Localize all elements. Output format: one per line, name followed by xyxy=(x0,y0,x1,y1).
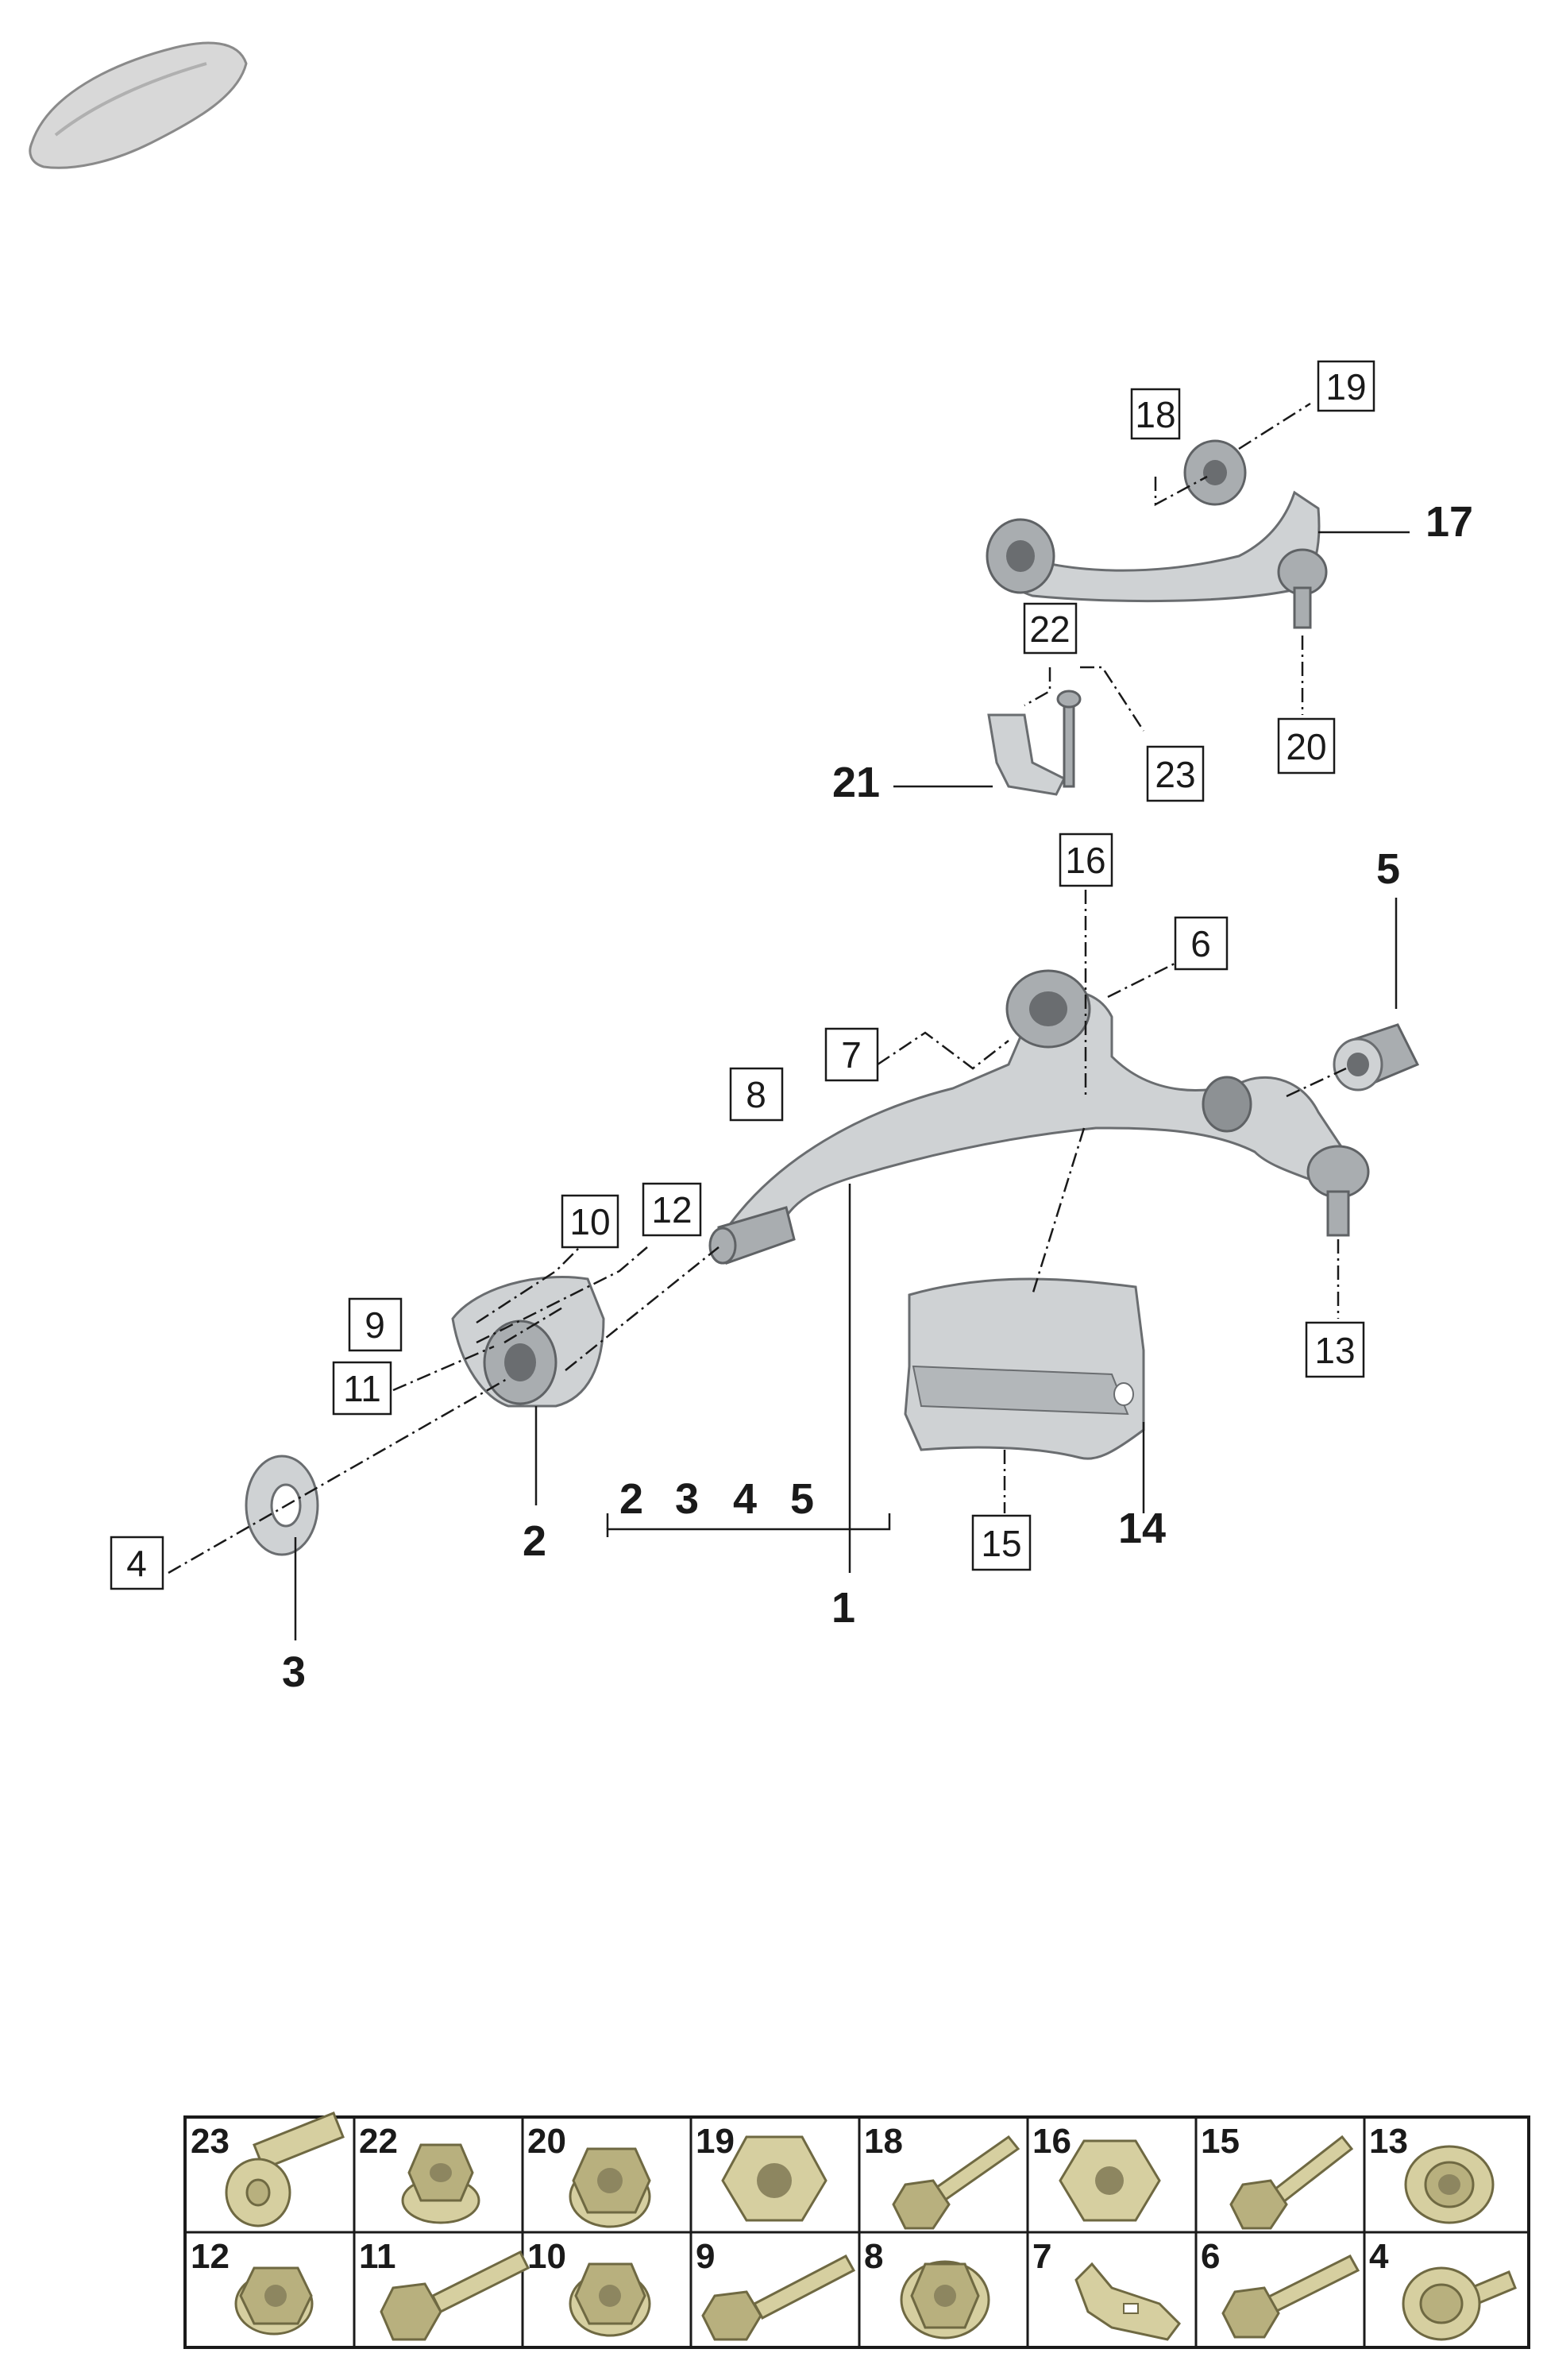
svg-text:4: 4 xyxy=(126,1543,147,1584)
callout-22: 22 xyxy=(1023,602,1078,655)
callout-23: 23 xyxy=(1146,745,1205,802)
flange-nut-icon xyxy=(569,2262,651,2337)
hw-cell-12-label: 12 xyxy=(191,2237,230,2276)
bolt-icon xyxy=(1229,2135,1354,2230)
hw-cell-23-label: 23 xyxy=(191,2122,230,2161)
callout-19: 19 xyxy=(1317,360,1375,412)
callout-8: 8 xyxy=(729,1067,784,1122)
bushing-bracket-2 xyxy=(451,1276,605,1408)
callout-12: 12 xyxy=(642,1182,702,1237)
hw-cell-10-label: 10 xyxy=(527,2237,566,2276)
hw-cell-19-label: 19 xyxy=(696,2122,735,2161)
hw-cell-4-label: 4 xyxy=(1369,2237,1389,2276)
svg-text:20: 20 xyxy=(1286,726,1326,767)
hw-cell-20-label: 20 xyxy=(527,2122,566,2161)
callout-15: 15 xyxy=(971,1514,1032,1571)
flange-nut-icon xyxy=(900,2260,990,2339)
svg-text:3: 3 xyxy=(675,1475,699,1523)
svg-text:10: 10 xyxy=(569,1201,610,1242)
callout-6: 6 xyxy=(1174,916,1229,971)
svg-text:15: 15 xyxy=(981,1523,1021,1564)
callout-9: 9 xyxy=(348,1297,403,1352)
flange-nut-icon xyxy=(569,2147,651,2228)
hw-cell-6-label: 6 xyxy=(1201,2237,1220,2276)
hw-cell-9-label: 9 xyxy=(696,2237,715,2276)
svg-text:11: 11 xyxy=(343,1368,381,1409)
part-label-2: 2 xyxy=(523,1517,546,1565)
hw-cell-22-label: 22 xyxy=(359,2122,398,2161)
bolt-icon xyxy=(701,2254,856,2341)
hw-cell-15-label: 15 xyxy=(1201,2122,1240,2161)
hw-cell-7-label: 7 xyxy=(1032,2237,1051,2276)
svg-text:22: 22 xyxy=(1029,609,1070,650)
part-label-1: 1 xyxy=(831,1584,855,1632)
lower-control-arm xyxy=(708,969,1370,1265)
bolt-icon xyxy=(380,2250,530,2341)
svg-text:2: 2 xyxy=(619,1475,643,1523)
svg-text:9: 9 xyxy=(365,1304,385,1346)
hardware-table: 23 22 20 19 18 16 15 13 12 11 10 9 8 7 6… xyxy=(185,2111,1530,2349)
svg-text:12: 12 xyxy=(651,1189,692,1231)
washer-3 xyxy=(245,1455,319,1556)
bolt-icon xyxy=(1402,2266,1517,2341)
svg-text:23: 23 xyxy=(1155,754,1195,795)
hex-nut-icon xyxy=(721,2135,828,2222)
svg-text:4: 4 xyxy=(733,1475,757,1523)
svg-text:19: 19 xyxy=(1325,366,1366,408)
level-sensor-bracket xyxy=(987,690,1082,796)
flange-nut-icon xyxy=(401,2143,480,2224)
svg-text:18: 18 xyxy=(1135,394,1175,435)
hw-cell-18-label: 18 xyxy=(864,2122,903,2161)
svg-text:16: 16 xyxy=(1065,840,1105,881)
car-model-icon xyxy=(29,41,248,169)
callout-18: 18 xyxy=(1130,388,1181,440)
part-label-17: 17 xyxy=(1425,498,1473,546)
callout-20: 20 xyxy=(1277,717,1336,775)
callout-7: 7 xyxy=(824,1027,879,1082)
bolt-icon xyxy=(1223,2256,1360,2339)
flange-nut-icon xyxy=(1404,2145,1495,2224)
callout-4: 4 xyxy=(110,1536,164,1590)
flange-nut-icon xyxy=(234,2266,314,2336)
bolt-icon xyxy=(225,2111,345,2227)
svg-text:13: 13 xyxy=(1314,1330,1355,1371)
hex-nut-icon xyxy=(1059,2139,1161,2222)
svg-text:6: 6 xyxy=(1190,923,1211,964)
hw-cell-16-label: 16 xyxy=(1032,2122,1071,2161)
leader-lines xyxy=(168,402,1410,1640)
hw-cell-8-label: 8 xyxy=(864,2237,883,2276)
hw-cell-13-label: 13 xyxy=(1369,2122,1408,2161)
bolt-icon xyxy=(892,2135,1020,2230)
upper-control-arm xyxy=(986,439,1328,629)
callout-10: 10 xyxy=(561,1194,619,1249)
svg-text:5: 5 xyxy=(790,1475,814,1523)
cover-14 xyxy=(904,1277,1145,1460)
part-label-21: 21 xyxy=(832,759,880,806)
part-label-3: 3 xyxy=(282,1648,306,1696)
callout-13: 13 xyxy=(1305,1321,1365,1378)
svg-text:8: 8 xyxy=(746,1074,766,1115)
part-label-5: 5 xyxy=(1376,845,1400,893)
callout-11: 11 xyxy=(332,1361,392,1416)
part-group-label: 2 3 4 5 xyxy=(619,1475,814,1523)
bushing-5 xyxy=(1333,1023,1420,1091)
part-label-14: 14 xyxy=(1118,1505,1166,1552)
hw-cell-11-label: 11 xyxy=(359,2237,396,2276)
bracket-clip-icon xyxy=(1074,2262,1181,2341)
svg-text:7: 7 xyxy=(841,1034,862,1076)
callout-16: 16 xyxy=(1059,833,1113,887)
